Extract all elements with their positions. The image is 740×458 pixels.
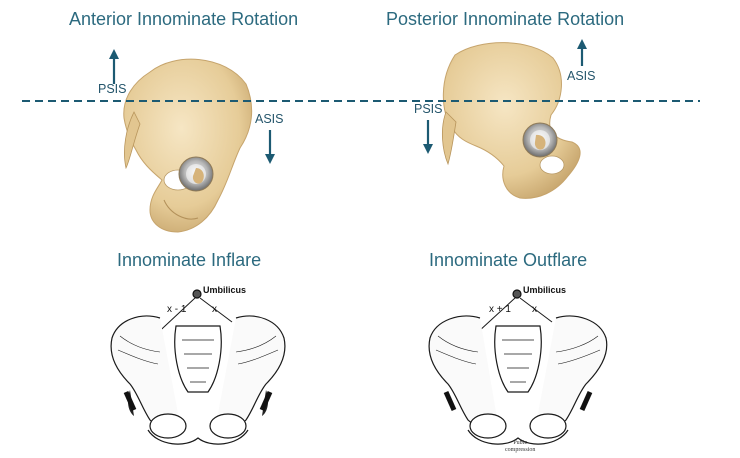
- pubic-compression-caption: Pubic compression: [505, 440, 535, 454]
- caption-line-2: compression: [505, 447, 536, 453]
- inflare-right-measure: x: [212, 304, 217, 315]
- outflare-umbilicus-marker: [512, 289, 522, 299]
- anterior-psis-arrow: [109, 49, 119, 84]
- anterior-innominate-bone: [123, 58, 253, 233]
- posterior-psis-arrow: [423, 120, 433, 154]
- inflare-umbilicus-marker: [192, 289, 202, 299]
- inflare-pelvis-drawing: [110, 289, 286, 445]
- anterior-psis-label: PSIS: [98, 82, 127, 96]
- anterior-asis-label: ASIS: [255, 112, 284, 126]
- outflare-right-measure: x: [532, 304, 537, 315]
- posterior-psis-label: PSIS: [414, 102, 443, 116]
- anterior-rotation-title: Anterior Innominate Rotation: [69, 9, 299, 29]
- outflare-umbilicus-label: Umbilicus: [523, 285, 567, 295]
- outflare-left-measure: x + 1: [489, 304, 511, 315]
- inflare-umbilicus-label: Umbilicus: [203, 285, 247, 295]
- caption-line-1: Pubic: [513, 440, 527, 446]
- outflare-title: Innominate Outflare: [429, 250, 588, 270]
- posterior-innominate-bone: [442, 42, 581, 199]
- inflare-left-measure: x - 1: [167, 304, 187, 315]
- inflare-title: Innominate Inflare: [117, 250, 262, 270]
- posterior-rotation-title: Posterior Innominate Rotation: [386, 9, 625, 29]
- anterior-asis-arrow: [265, 130, 275, 164]
- posterior-asis-label: ASIS: [567, 69, 596, 83]
- posterior-asis-arrow: [577, 39, 587, 66]
- outflare-pelvis-drawing: [428, 289, 608, 445]
